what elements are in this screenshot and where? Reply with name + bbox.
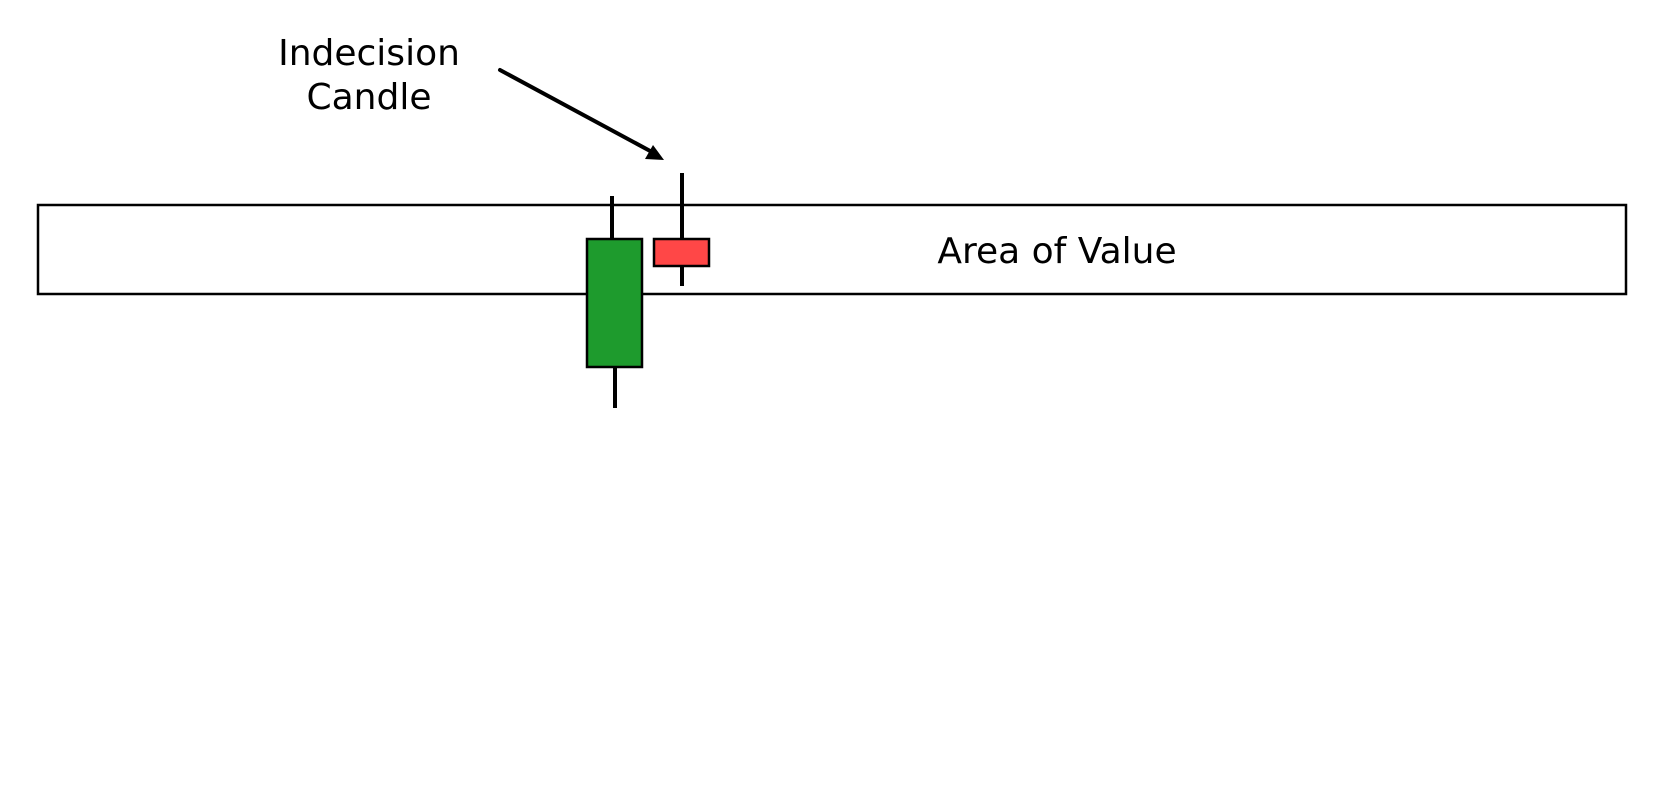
indecision-candle [652, 173, 711, 286]
annotation-arrow-head [645, 145, 664, 160]
area-of-value-box [36, 203, 1628, 296]
annotation-arrow-shaft [498, 68, 654, 154]
annotation-line-2: Candle [306, 77, 431, 118]
annotation-line-1: Indecision [278, 33, 460, 74]
bullish-candle [585, 196, 644, 408]
annotation-arrow [498, 68, 664, 160]
bullish-candle-body [585, 237, 644, 369]
area-of-value-zone: Area of Value [36, 203, 1628, 296]
indecision-candle-body [652, 237, 711, 268]
indecision-candle-annotation: Indecision Candle [278, 33, 460, 118]
area-of-value-label: Area of Value [937, 231, 1176, 272]
